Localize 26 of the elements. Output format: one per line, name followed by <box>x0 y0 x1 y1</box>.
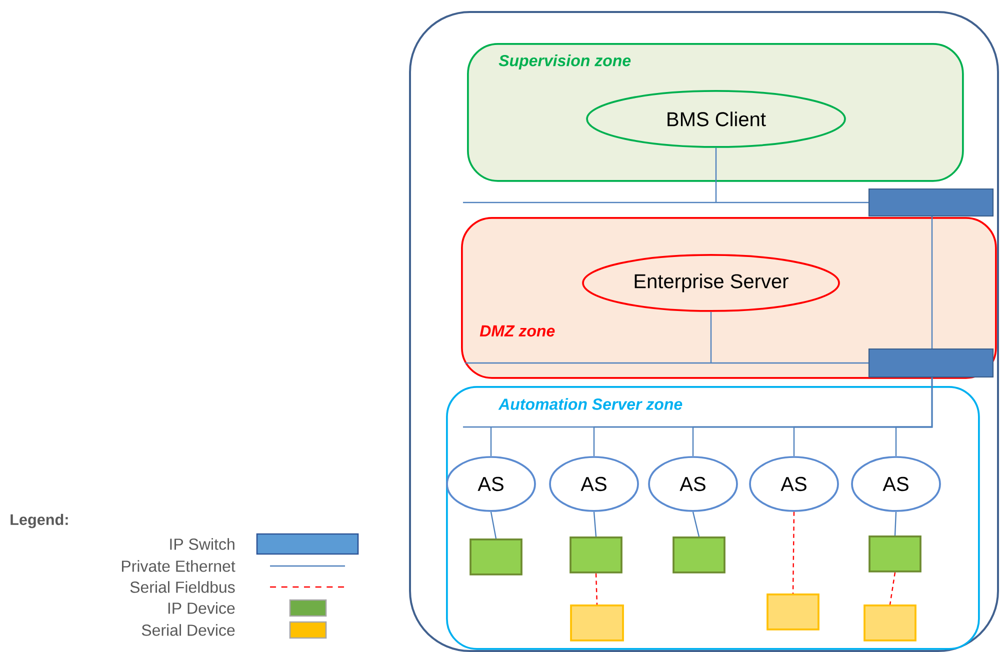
ethernet-line <box>464 311 870 364</box>
fieldbus-line <box>792 512 795 594</box>
ip-switch <box>868 188 994 217</box>
device-box <box>766 594 820 630</box>
ethernet-line <box>593 512 597 537</box>
legend-label: IP Device <box>168 602 235 614</box>
device-box <box>868 536 922 572</box>
device-box <box>672 536 726 574</box>
legend-label: Serial Fieldbus <box>130 581 235 593</box>
fieldbus-line <box>889 572 896 605</box>
device-box <box>470 538 522 576</box>
ip-switch <box>868 348 994 378</box>
ethernet-line <box>931 216 933 348</box>
device-box <box>864 604 916 642</box>
legend-label: Private Ethernet <box>122 560 236 572</box>
device-box <box>570 604 624 642</box>
legend-label: IP Switch <box>170 538 234 550</box>
ethernet-line <box>895 378 933 456</box>
ethernet-line <box>462 147 870 204</box>
ethernet-line <box>490 512 497 539</box>
ethernet-line <box>894 512 897 536</box>
fieldbus-line <box>595 573 598 605</box>
device-box <box>570 536 622 574</box>
ethernet-line <box>692 512 700 537</box>
legend-label: Serial Device <box>142 624 235 636</box>
legend-heading: Legend: <box>10 514 68 528</box>
